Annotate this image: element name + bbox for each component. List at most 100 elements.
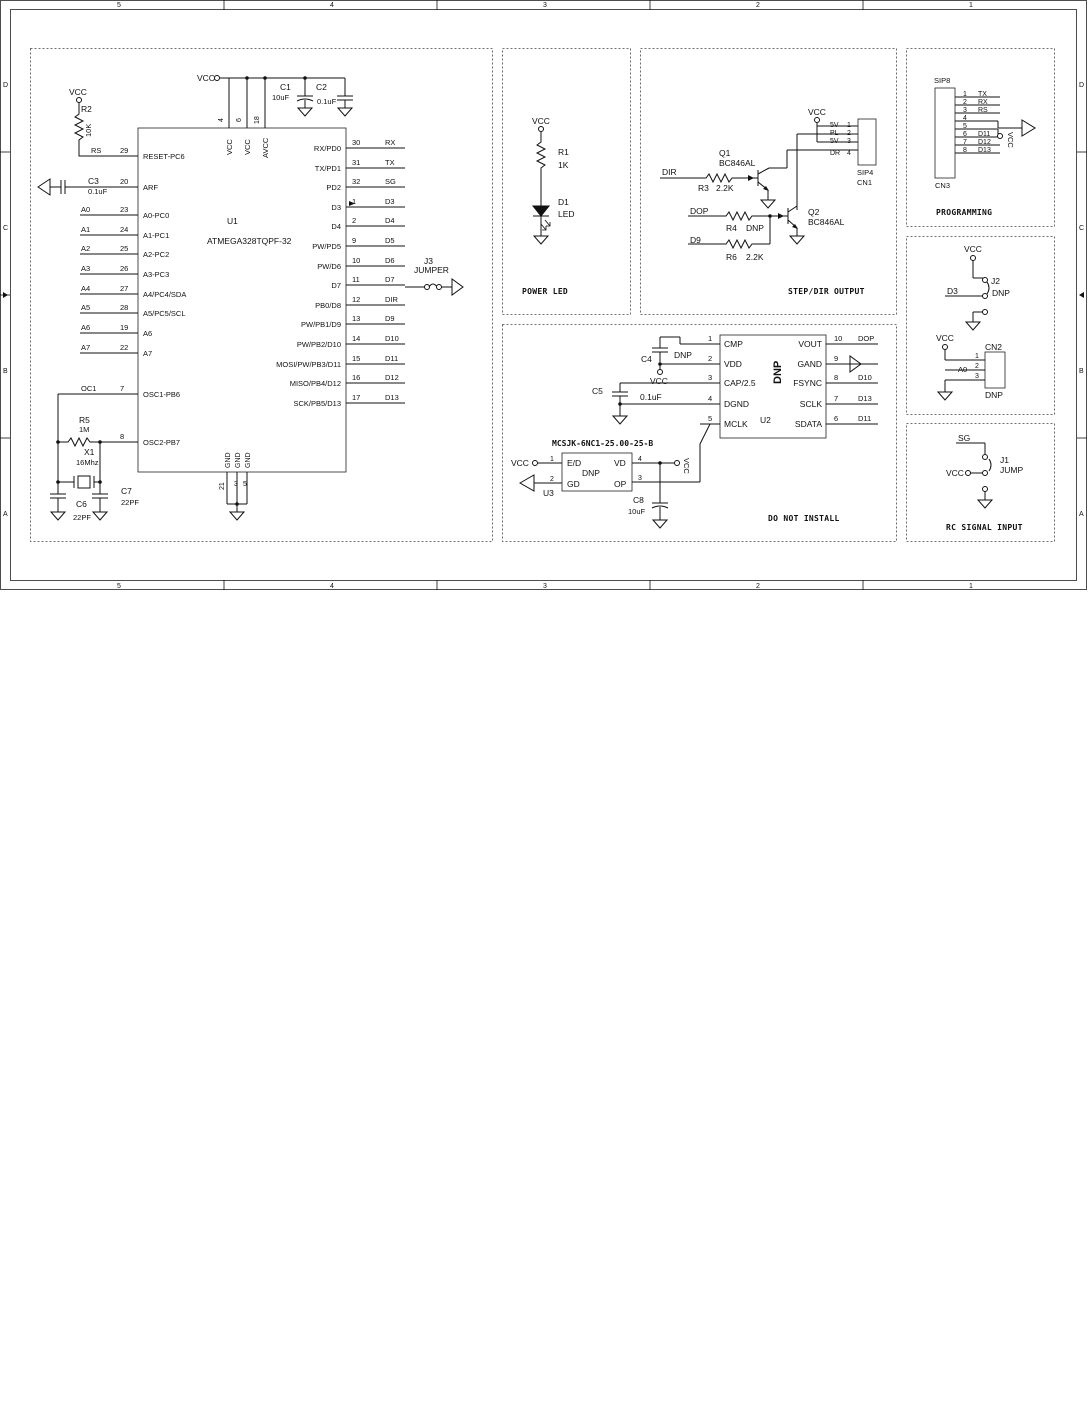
pin-num: 23	[120, 205, 128, 214]
net-label: RX	[385, 138, 395, 147]
u2-pin-num: 1	[708, 334, 712, 343]
u2-pin-num: 8	[834, 373, 838, 382]
u2-pin-num: 6	[834, 414, 838, 423]
vcc-label: VCC	[511, 458, 529, 468]
pin-num: 1	[352, 197, 356, 206]
rc-input-block: SG VCC J1 JUMP RC SIGNAL INPUT	[946, 433, 1023, 532]
prog-pin-num: 6	[963, 131, 967, 138]
u2-pin-name: VDD	[724, 359, 742, 369]
c2-value: 0.1uF	[317, 97, 337, 106]
cn2-pin: 2	[975, 363, 979, 370]
net-d9: D9	[690, 235, 701, 245]
pin-num: 30	[352, 138, 360, 147]
col-label: 2	[756, 583, 760, 590]
u1-ref: U1	[227, 216, 238, 226]
cn3-connector	[934, 87, 956, 179]
pin-name: RESET-PC6	[143, 152, 185, 161]
r4-ref: R4	[726, 223, 737, 233]
pin-name: A5/PC5/SCL	[143, 309, 186, 318]
u2-ref: U2	[760, 415, 771, 425]
pin-name: PB0/D8	[315, 301, 341, 310]
pin-name: A3-PC3	[143, 270, 169, 279]
cn1-pin-num: 2	[847, 130, 851, 137]
c3-ref: C3	[88, 176, 99, 186]
j2-ref: J2	[991, 276, 1000, 286]
u3-pin-name: OP	[614, 479, 627, 489]
pin-name: GND	[225, 452, 232, 468]
prog-pin-num: 7	[963, 139, 967, 146]
pin-num: 26	[120, 264, 128, 273]
cn1-pin-label: PL	[830, 130, 839, 137]
vcc-label: VCC	[197, 73, 215, 83]
net-label: A3	[81, 264, 90, 273]
cn1-pin-label: 5V	[830, 122, 839, 129]
col-label: 5	[117, 583, 121, 590]
gnd-icon	[296, 107, 314, 117]
gnd-icon	[37, 178, 51, 196]
net-label: D7	[385, 275, 395, 284]
prog-pin-num: 2	[963, 99, 967, 106]
c7-ref: C7	[121, 486, 132, 496]
r2-resistor	[73, 103, 138, 157]
u3-pin-num: 1	[550, 456, 554, 463]
c5-value: 0.1uF	[640, 392, 662, 402]
c4-ref: C4	[641, 354, 652, 364]
gnd-icon	[336, 107, 354, 117]
mcu-block: U1 ATMEGA328TQPF-32 VCC 4 6 18 VCC VCC A…	[37, 73, 464, 522]
u2-pin-name: SDATA	[795, 419, 822, 429]
c8-ref: C8	[633, 495, 644, 505]
pin-num: 8	[120, 432, 124, 441]
j1-value: JUMP	[1000, 465, 1023, 475]
cn3-ref: CN3	[935, 181, 950, 190]
u2-pin-num: 7	[834, 394, 838, 403]
u3-pin-num: 2	[550, 476, 554, 483]
r4-value: DNP	[746, 223, 764, 233]
do-not-install-section	[502, 324, 897, 542]
pin-num: 13	[352, 314, 360, 323]
pin-num: 3	[234, 481, 238, 488]
pin-num: 4	[218, 118, 225, 122]
c8-value: 10uF	[628, 507, 646, 516]
r6-resistor	[688, 238, 770, 250]
q1-ref: Q1	[719, 148, 731, 158]
gnd-icon	[788, 235, 806, 245]
u1-body	[137, 127, 347, 473]
pin-num: 5	[243, 481, 247, 488]
pin-num: 18	[254, 116, 261, 124]
net-label: A4	[81, 284, 90, 293]
prog-pin-num: 5	[963, 123, 967, 130]
schematic-sheet: 5 4 3 2 1 5 4 3 2 1 D C B A D C B A U1 A…	[0, 0, 1087, 590]
gnd-icon	[964, 321, 982, 331]
cn1-pin-label: 5V	[830, 138, 839, 145]
x1-ref: X1	[84, 447, 95, 457]
gnd-icon	[49, 511, 67, 521]
prog-pin-label: D11	[978, 131, 990, 138]
row-label: A	[1079, 511, 1084, 518]
prog-pin-num: 4	[963, 115, 967, 122]
j1-ref: J1	[1000, 455, 1009, 465]
pin-name: PW/D6	[317, 262, 341, 271]
pin-num: 19	[120, 323, 128, 332]
u2-pin-num: 5	[708, 414, 712, 423]
col-label: 3	[543, 2, 547, 9]
prog-pin-label: TX	[978, 91, 987, 98]
net-label: D11	[858, 414, 871, 423]
cn1-pin-num: 3	[847, 138, 851, 145]
j3-value: JUMPER	[414, 265, 449, 275]
row-label: C	[1079, 225, 1084, 232]
u2-pin-name: CAP/2.5	[724, 378, 756, 388]
r5-value: 1M	[79, 425, 89, 434]
c1-value: 10uF	[272, 93, 290, 102]
prog-pin-num: 8	[963, 147, 967, 154]
gnd-icon	[228, 511, 246, 521]
gnd-icon	[936, 391, 954, 401]
u3-pin-num: 3	[638, 475, 642, 482]
pin-num: 9	[352, 236, 356, 245]
dni-title: DO NOT INSTALL	[768, 514, 840, 523]
pin-num: 2	[352, 216, 356, 225]
net-label: D9	[385, 314, 395, 323]
jumper-section	[906, 236, 1055, 415]
net-label: D6	[385, 256, 395, 265]
vcc-label: VCC	[682, 458, 691, 474]
